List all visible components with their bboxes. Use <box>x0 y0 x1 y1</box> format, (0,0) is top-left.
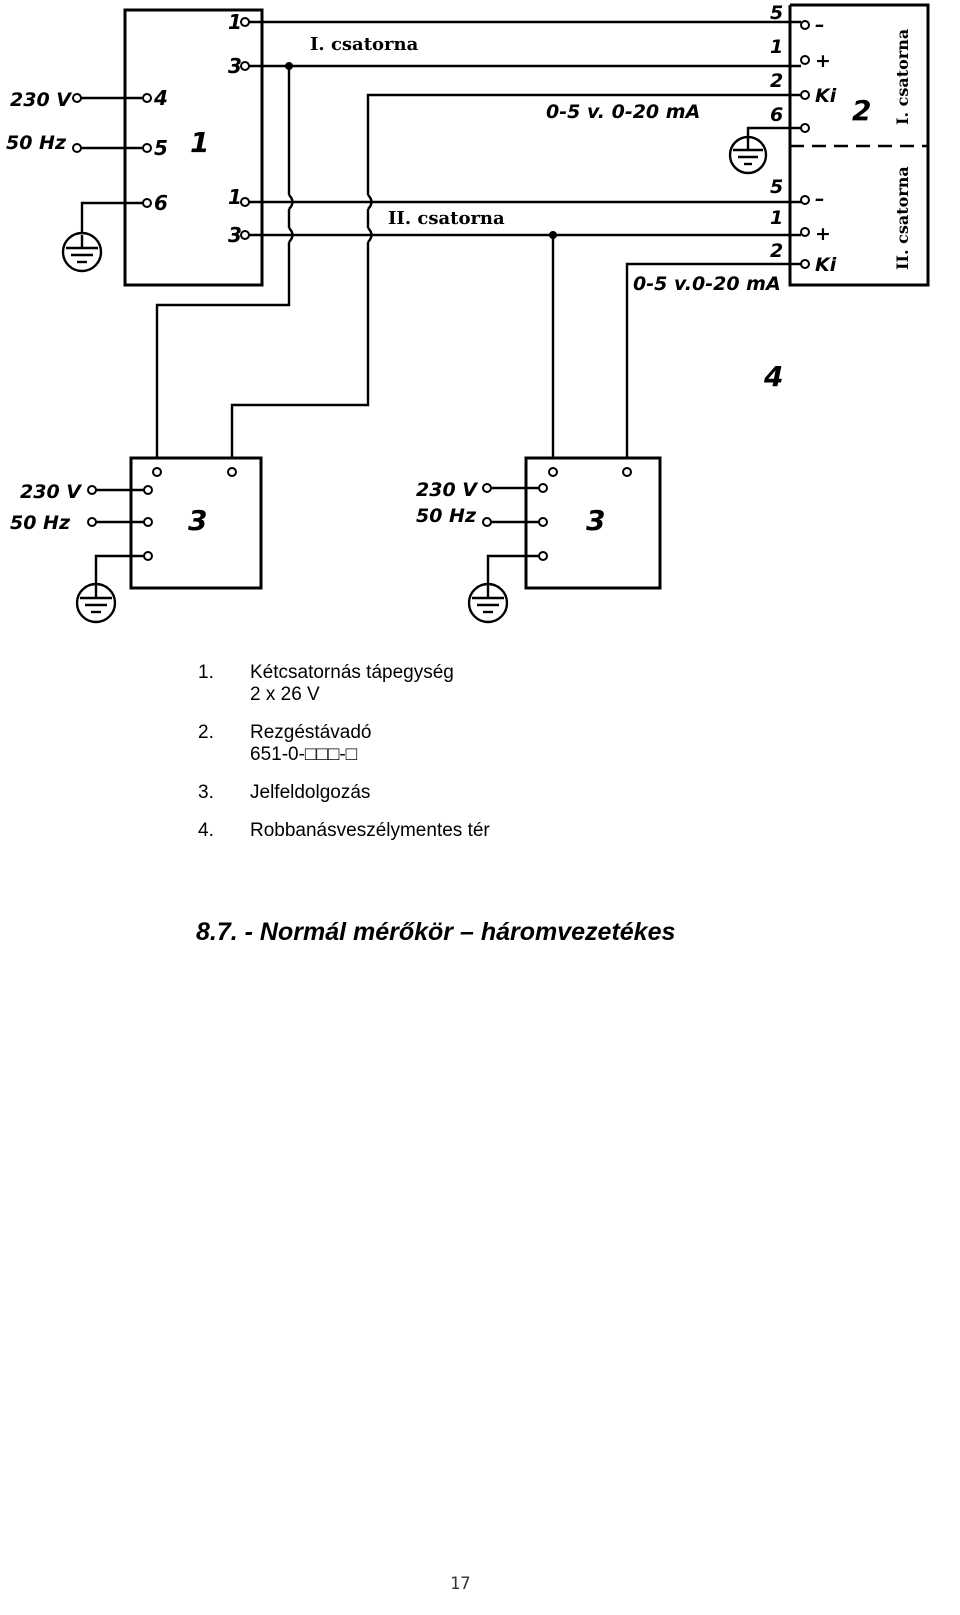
power-supply-number: 1 <box>190 126 209 159</box>
unit2-ch2-terminal-5 <box>800 195 810 205</box>
unit2-ch1-plus: + <box>815 50 831 72</box>
proc-right-terminal-1 <box>538 483 548 493</box>
proc-left-mains-voltage: 230 V <box>20 481 82 503</box>
legend-item: 2. Rezgéstávadó 651-0-□□□-□ <box>198 722 490 766</box>
unit1-mains-voltage: 230 V <box>10 89 72 111</box>
unit1-ch2-terminal-1-label: 1 <box>228 185 242 209</box>
unit1-ch2-terminal-3-label: 3 <box>228 223 242 247</box>
legend-number: 4. <box>198 820 214 841</box>
proc-right-mains-terminal-b <box>482 517 492 527</box>
proc-left-top-terminal-b <box>227 467 237 477</box>
ground-icon <box>61 231 103 273</box>
unit2-ch1-terminal-2-label: 2 <box>770 70 783 92</box>
signal-processor-left-number: 3 <box>188 504 207 537</box>
ground-icon <box>728 135 768 175</box>
figure-caption: 8.7. - Normál mérőkör – háromvezetékes <box>196 918 676 946</box>
proc-left-top-terminal-a <box>152 467 162 477</box>
unit2-ch2-plus: + <box>815 223 831 245</box>
wiring-diagram: 1 230 V 50 Hz 4 5 6 1 3 1 3 2 I. csatorn… <box>6 2 930 624</box>
unit2-ch2-minus: – <box>815 188 825 210</box>
proc-left-terminal-1 <box>143 485 153 495</box>
legend: 1. Kétcsatornás tápegység 2 x 26 V 2. Re… <box>198 662 490 858</box>
unit2-ch1-terminal-1 <box>800 55 810 65</box>
unit2-ch1-terminal-5-label: 5 <box>770 2 783 24</box>
safe-zone-number: 4 <box>763 360 783 393</box>
proc-left-mains-terminal-b <box>87 517 97 527</box>
proc-left-terminal-2 <box>143 517 153 527</box>
signal-processor-right-box <box>524 456 662 590</box>
unit2-ch2-out: Ki <box>815 254 837 276</box>
proc-left-terminal-3 <box>143 551 153 561</box>
unit1-ch2-terminal-1 <box>240 197 250 207</box>
unit2-ch1-terminal-6 <box>800 123 810 133</box>
unit2-ch1-out: Ki <box>815 85 837 107</box>
unit1-mains-terminal-a <box>72 93 82 103</box>
proc-right-terminal-2 <box>538 517 548 527</box>
unit1-ch1-terminal-1 <box>240 17 250 27</box>
unit2-ch1-terminal-5 <box>800 20 810 30</box>
legend-item: 1. Kétcsatornás tápegység 2 x 26 V <box>198 662 490 706</box>
unit1-ch2-terminal-3 <box>240 230 250 240</box>
unit1-mains-terminal-b <box>72 143 82 153</box>
signal-range-ch2: 0-5 v.0-20 mA <box>633 273 781 295</box>
unit1-terminal-6-label: 6 <box>154 191 168 215</box>
unit1-terminal-5-label: 5 <box>154 136 168 160</box>
unit2-ch2-terminal-1-label: 1 <box>770 207 783 229</box>
proc-left-mains-terminal-a <box>87 485 97 495</box>
unit2-ch1-minus: – <box>815 14 825 36</box>
legend-number: 3. <box>198 782 214 803</box>
unit1-mains-freq: 50 Hz <box>6 132 67 154</box>
legend-text: Jelfeldolgozás <box>250 782 371 803</box>
ground-icon <box>75 582 117 624</box>
proc-left-mains-freq: 50 Hz <box>10 512 71 534</box>
channel1-label: I. csatorna <box>310 34 419 55</box>
unit1-ch1-terminal-1-label: 1 <box>228 10 242 34</box>
legend-text: Rezgéstávadó <box>250 722 372 743</box>
unit2-ch1-terminal-2 <box>800 90 810 100</box>
channel2-label: II. csatorna <box>388 208 505 229</box>
legend-text: Robbanásveszélymentes tér <box>250 820 490 841</box>
page-number: 17 <box>450 1574 471 1594</box>
unit2-ch1-terminal-1-label: 1 <box>770 36 783 58</box>
unit1-terminal-5 <box>142 143 152 153</box>
proc-right-terminal-3 <box>538 551 548 561</box>
unit2-ch2-terminal-2 <box>800 259 810 269</box>
legend-text: 651-0-□□□-□ <box>250 744 358 765</box>
legend-text: Kétcsatornás tápegység <box>250 662 454 683</box>
legend-number: 2. <box>198 722 214 743</box>
unit1-terminal-4 <box>142 93 152 103</box>
proc-right-top-terminal-b <box>622 467 632 477</box>
transmitter-ch2-vertical-label: II. csatorna <box>893 166 912 270</box>
unit2-ch2-terminal-1 <box>800 227 810 237</box>
unit2-ch2-terminal-5-label: 5 <box>770 176 783 198</box>
legend-number: 1. <box>198 662 214 683</box>
proc-right-mains-freq: 50 Hz <box>416 505 477 527</box>
unit1-ch1-terminal-3-label: 3 <box>228 54 242 78</box>
unit1-terminal-6 <box>142 198 152 208</box>
transmitter-ch1-vertical-label: I. csatorna <box>893 29 912 125</box>
ground-icon <box>467 582 509 624</box>
unit1-ch1-terminal-3 <box>240 61 250 71</box>
proc-right-mains-voltage: 230 V <box>416 479 478 501</box>
unit2-ch1-terminal-6-label: 6 <box>770 104 783 126</box>
legend-item: 4. Robbanásveszélymentes tér <box>198 820 490 842</box>
proc-right-top-terminal-a <box>548 467 558 477</box>
unit2-ch2-terminal-2-label: 2 <box>770 240 783 262</box>
signal-range-ch1: 0-5 v. 0-20 mA <box>546 101 700 123</box>
signal-processor-right-number: 3 <box>586 504 605 537</box>
unit1-terminal-4-label: 4 <box>153 86 168 110</box>
legend-item: 3. Jelfeldolgozás <box>198 782 490 804</box>
transmitter-number: 2 <box>852 94 871 127</box>
proc-right-mains-terminal-a <box>482 483 492 493</box>
legend-text: 2 x 26 V <box>250 684 320 705</box>
